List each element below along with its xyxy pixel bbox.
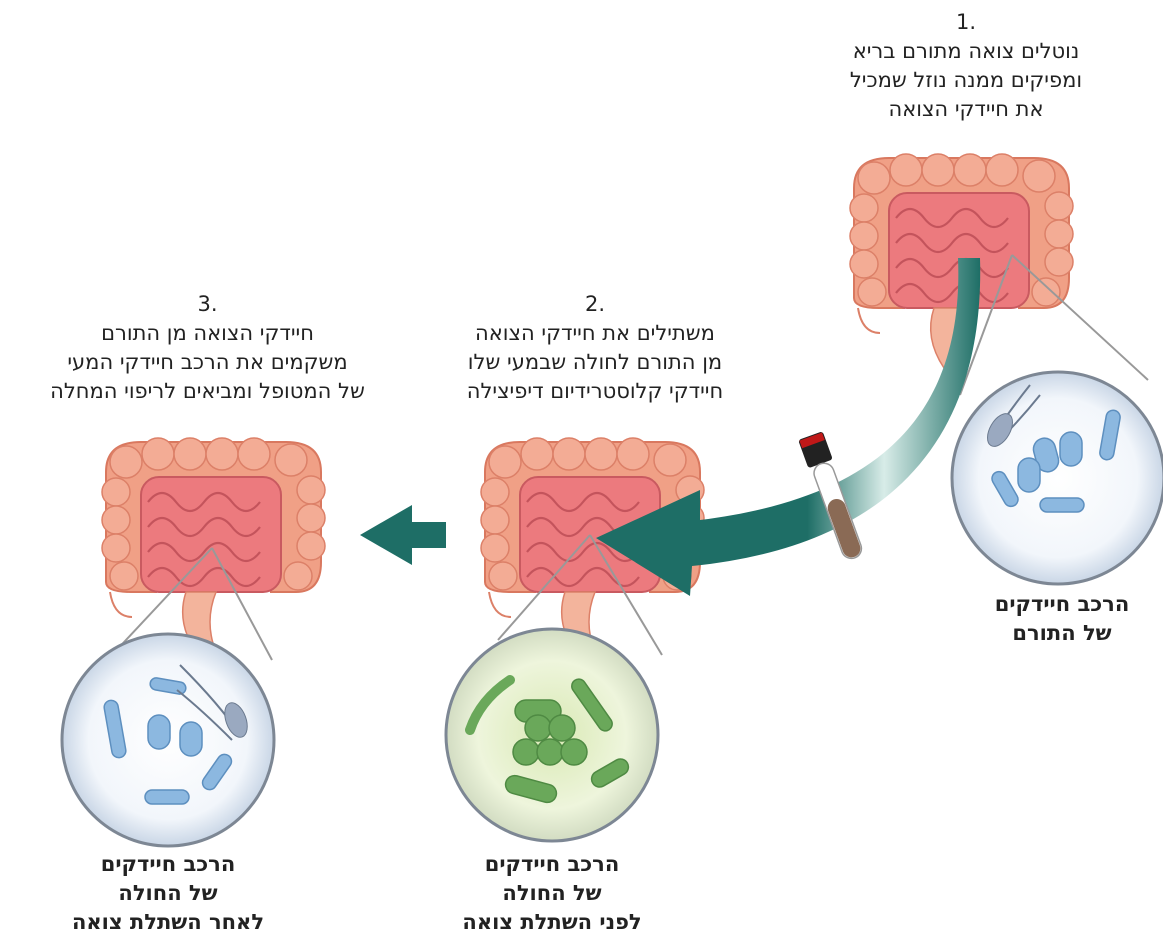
zoom-line: [1012, 255, 1148, 380]
step-number: 2.: [395, 290, 795, 319]
step-line: חיידקי קלוסטרידיום דיפיצילה: [395, 377, 795, 406]
step-line: של המטופל ומביאים לריפוי המחלה: [0, 377, 415, 406]
caption-line: לפני השתלת צואה: [432, 908, 672, 937]
donor-caption: הרכב חיידקים של התורם: [962, 590, 1162, 648]
step-line: משקמים את הרכב חיידקי המעי: [0, 348, 415, 377]
caption-line: של החולה: [48, 879, 288, 908]
step-number: 3.: [0, 290, 415, 319]
patient-after-caption: הרכב חיידקים של החולה לאחר השתלת צואה: [48, 850, 288, 937]
caption-line: הרכב חיידקים: [962, 590, 1162, 619]
step-line: את חיידקי הצואה: [776, 95, 1156, 124]
caption-line: הרכב חיידקים: [48, 850, 288, 879]
patient-before-caption: הרכב חיידקים של החולה לפני השתלת צואה: [432, 850, 672, 937]
caption-line: הרכב חיידקים: [432, 850, 672, 879]
caption-line: לאחר השתלת צואה: [48, 908, 288, 937]
step-1-text: 1. נוטלים צואה מתורם בריא ומפיקים ממנה נ…: [776, 8, 1156, 124]
left-arrow: [360, 505, 446, 565]
caption-line: של החולה: [432, 879, 672, 908]
patient-after-bacteria-circle: [62, 634, 274, 846]
donor-bacteria-circle: [952, 372, 1163, 584]
caption-line: של התורם: [962, 619, 1162, 648]
step-line: מן התורם לחולה שבמעי שלו: [395, 348, 795, 377]
patient-colon-after: [102, 438, 325, 652]
step-line: נוטלים צואה מתורם בריא: [776, 37, 1156, 66]
step-2-text: 2. משתילים את חיידקי הצואה מן התורם לחול…: [395, 290, 795, 406]
step-3-text: 3. חיידקי הצואה מן התורם משקמים את הרכב …: [0, 290, 415, 406]
step-line: חיידקי הצואה מן התורם: [0, 319, 415, 348]
step-line: ומפיקים ממנה נוזל שמכיל: [776, 66, 1156, 95]
step-number: 1.: [776, 8, 1156, 37]
step-line: משתילים את חיידקי הצואה: [395, 319, 795, 348]
patient-before-bacteria-circle: [446, 629, 658, 841]
